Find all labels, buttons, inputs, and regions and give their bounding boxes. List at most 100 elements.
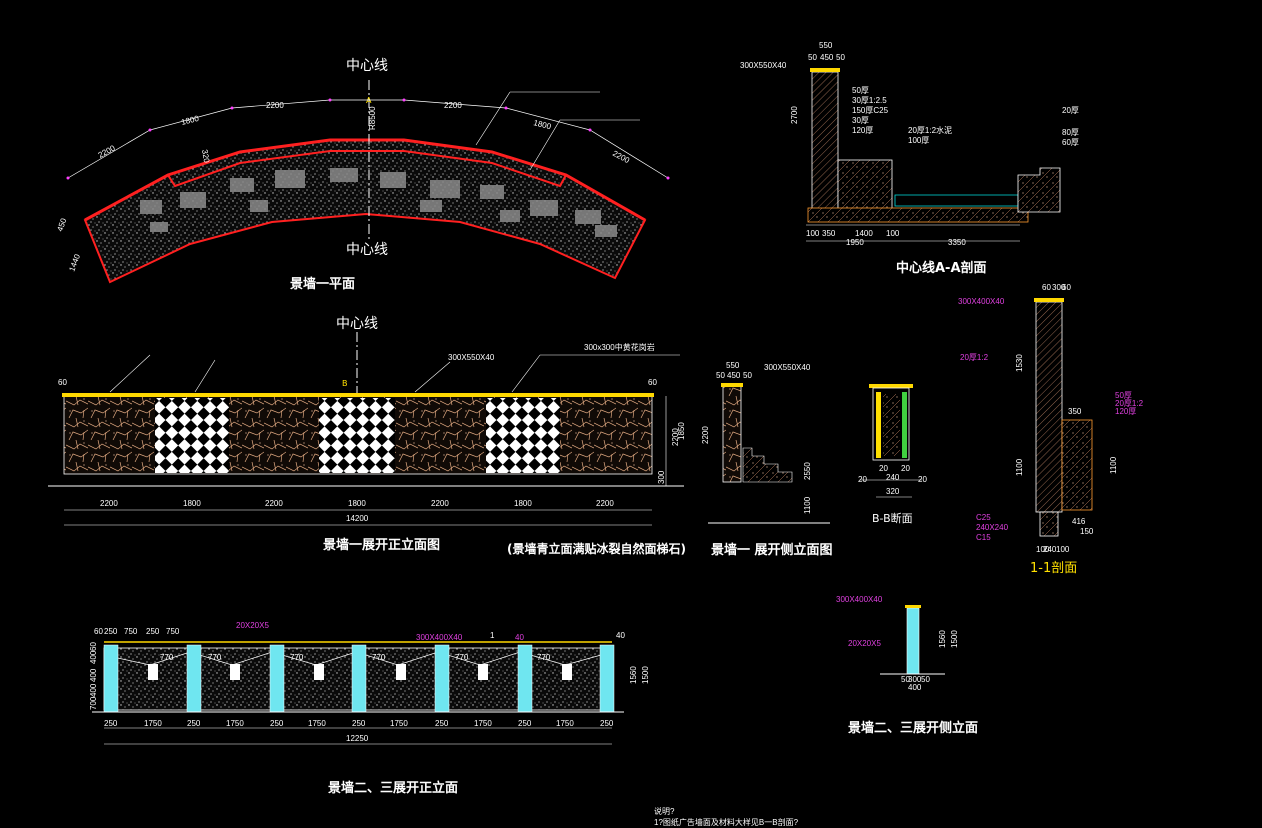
bb-title: B-B断面 [872, 511, 913, 525]
s11-note-2: 50厚 [1115, 391, 1132, 400]
bb-dim-3: 20 [901, 464, 910, 473]
aa-pool [894, 194, 1019, 207]
bb-core [883, 394, 900, 456]
elev1-height-3: 300 [657, 470, 666, 484]
elev23-label-3: 40 [515, 633, 524, 642]
elev23-label-1: 20X20X5 [236, 621, 269, 630]
aa-note-5: 120厚 [852, 126, 873, 135]
side1-top-dim-2: 50 [716, 371, 725, 380]
elev23-seg-4: 1750 [226, 719, 244, 728]
plan-centerline-top-label: 中心线 [346, 58, 388, 74]
s11-bottom-dim-1: 100 [1036, 545, 1050, 554]
elev23-height-1: 1560 [629, 666, 638, 684]
side1-height-2: 2550 [803, 462, 812, 480]
elev1-seg-5: 2200 [431, 499, 449, 508]
aa-cap [810, 68, 840, 72]
elev23-seg-7: 250 [352, 719, 366, 728]
elev23-top-dim-2: 250 [104, 627, 118, 636]
side1-top-dim-3: 450 [727, 371, 741, 380]
elev23-seg-2: 1750 [144, 719, 162, 728]
aa-bottom-dim-5: 1950 [846, 238, 864, 247]
elev23-seg-11: 250 [518, 719, 532, 728]
aa-note-1: 50厚 [852, 86, 869, 95]
side1-cap [721, 383, 743, 387]
elev1-centerline-label: 中心线 [336, 316, 378, 332]
aa-top-dim-4: 50 [836, 53, 845, 62]
s11-bottom-dim-2: 240 [1043, 545, 1057, 554]
side1-top-dim-4: 50 [743, 371, 752, 380]
aa-left-dim: 2700 [790, 106, 799, 124]
s11-planter [1061, 419, 1093, 511]
elev1-mark: B [342, 379, 348, 388]
elev23-diag-1: 770 [208, 653, 222, 662]
bb-dim-1: 20 [879, 464, 888, 473]
side23-bottom-1: 50 [901, 675, 910, 684]
side-elevation-1: 550 50 450 50 300X550X40 2200 2550 1100 … [701, 361, 833, 558]
section-aa: 550 50 450 50 300X550X40 2700 50厚 30厚1:2… [740, 41, 1079, 276]
aa-note-2: 30厚1:2.5 [852, 96, 887, 105]
plan-dim-8: 450 [55, 217, 68, 233]
plan-stone-blocks [140, 168, 617, 237]
s11-label: 300X400X40 [958, 297, 1005, 306]
aa-top-dim-2: 50 [808, 53, 817, 62]
elev23-diag-5: 770 [537, 653, 551, 662]
elev23-plaques [148, 664, 572, 680]
elev1-height-2: 2200 [671, 428, 680, 446]
s11-base-dim-1: 416 [1072, 517, 1086, 526]
plan-title: 景墙一平面 [290, 276, 355, 292]
plan-paved-area [83, 139, 647, 284]
elevation-2-3: 20X20X5 300X400X40 40 1 60 250 750 250 7… [89, 621, 650, 796]
elev23-top-dim-4: 250 [146, 627, 160, 636]
elev1-cap-right: 60 [648, 378, 657, 387]
s11-footing [1039, 511, 1059, 537]
s11-note-1: 20厚1:2 [960, 353, 989, 362]
s11-concrete-3: C15 [976, 533, 991, 542]
side23-cap [905, 605, 921, 608]
elevation-1: 中心线 60 60 B 300X550X40 300x300中黄花岗岩 1850… [48, 316, 686, 556]
footnote-line-2: 1?图纸广告墙面及材料大样见B一B剖面? [654, 817, 799, 827]
aa-bottom-dim-4: 100 [886, 229, 900, 238]
side23-label-2: 20X20X5 [848, 639, 881, 648]
side23-label-1: 300X400X40 [836, 595, 883, 604]
plan-dim-chain [67, 99, 669, 179]
elev23-seg-3: 250 [187, 719, 201, 728]
aa-note-7: 100厚 [908, 136, 929, 145]
elev23-left-dim-4: 400 [89, 683, 98, 697]
bb-cap [869, 384, 913, 388]
elev23-left-dim-2: 400 [89, 650, 98, 664]
side1-wall [722, 385, 742, 483]
bb-dim-6: 320 [886, 487, 900, 496]
elev1-top-label-2: 300x300中黄花岗岩 [584, 342, 655, 352]
side23-bottom-2: 300 [908, 675, 922, 684]
elev1-leader-2 [194, 359, 216, 393]
plan-dim-3: 2200 [266, 101, 284, 110]
elev23-seg-12: 1750 [556, 719, 574, 728]
elev1-seg-2: 1800 [183, 499, 201, 508]
elev1-seg-4: 1800 [348, 499, 366, 508]
elev1-cap-left: 60 [58, 378, 67, 387]
plan-center-dim: R8500 [368, 106, 377, 130]
elev23-seg-9: 250 [435, 719, 449, 728]
aa-top-dim-3: 450 [820, 53, 834, 62]
s11-note-4: 120厚 [1115, 407, 1136, 416]
plan-dim-5: 1800 [533, 118, 553, 131]
s11-top-dim-1: 60 [1042, 283, 1051, 292]
aa-wall [811, 71, 839, 221]
elev23-diag-2: 770 [290, 653, 304, 662]
plan-view: 中心线 中心线 A R8500 2200 1800 2200 2200 1800… [55, 58, 670, 292]
plan-dim-7: 320 [200, 149, 211, 164]
aa-note-3: 150厚C25 [852, 106, 889, 115]
aa-top-dim-1: 550 [819, 41, 833, 50]
elev23-top-dim-5: 750 [166, 627, 180, 636]
side1-top-dim-1: 550 [726, 361, 740, 370]
elev23-seg-1: 250 [104, 719, 118, 728]
s11-concrete-1: C25 [976, 513, 991, 522]
s11-column [1035, 301, 1063, 513]
elev23-label-2: 300X400X40 [416, 633, 463, 642]
elev1-panel-3 [486, 398, 560, 473]
s11-cap [1034, 298, 1064, 302]
elev1-seg-7: 2200 [596, 499, 614, 508]
aa-bottom-dim-3: 1400 [855, 229, 873, 238]
aa-title: 中心线A-A剖面 [896, 260, 987, 276]
elev23-piers [103, 644, 615, 713]
